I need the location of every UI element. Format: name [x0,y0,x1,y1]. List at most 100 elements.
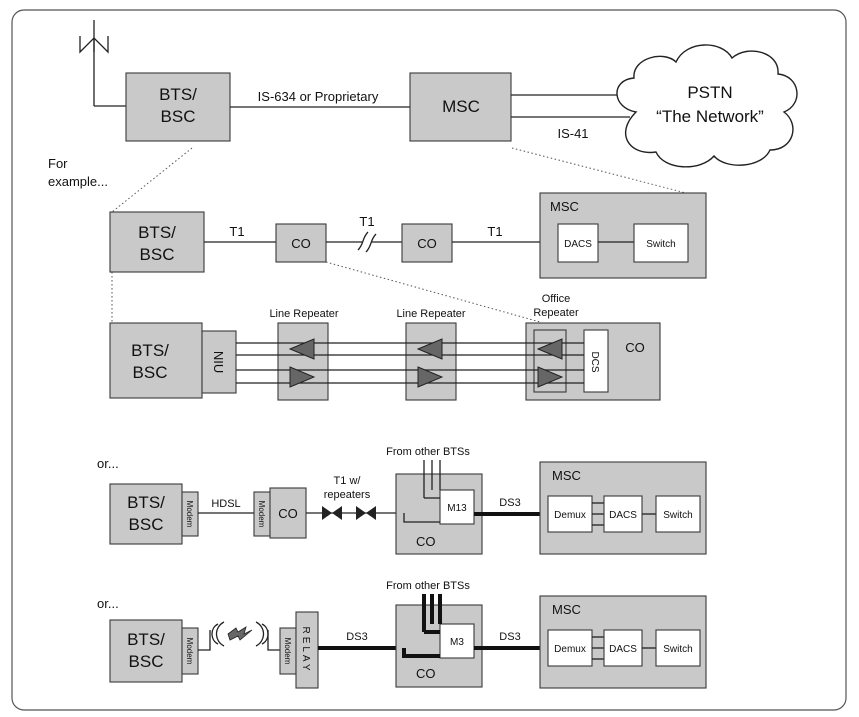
switch-label: Switch [663,644,692,655]
ds3-label: DS3 [499,631,520,643]
co-box [275,223,327,263]
is41-link [511,94,630,118]
modem-label: Modem [257,501,266,528]
dacs-label: DACS [609,510,637,521]
co-label: CO [416,534,436,549]
other-bts-lines [402,594,442,658]
line-repeater-label: Line Repeater [269,308,338,320]
repeater-right-arrow-icon [417,366,444,388]
m13-box [439,489,475,525]
m13-label: M13 [447,503,467,514]
msc-label: MSC [552,468,581,483]
niu-label: NIU [211,351,226,373]
m3-box [439,623,475,659]
co-box [401,223,453,263]
dcs-box [583,329,609,393]
t1-repeaters-label-line1: T1 w/ [334,475,362,487]
demux-label: Demux [554,644,586,655]
demux-dacs-links [592,636,604,660]
dacs-label: DACS [564,239,592,250]
m3-label: M3 [450,637,464,648]
t1-label: T1 [487,224,502,239]
for-example-line2: example... [48,174,108,189]
bts-label-line2: BSC [140,245,175,264]
msc-label: MSC [442,97,480,116]
ds3-label: DS3 [499,497,520,509]
bts-label-line1: BTS/ [131,341,169,360]
from-other-bts-label: From other BTSs [386,580,470,592]
co-label: CO [416,666,436,681]
bts-bsc-box [109,483,183,545]
office-repeater-label-line2: Repeater [533,307,579,319]
other-bts-lines [403,460,441,523]
dacs-box [557,223,599,263]
bts-label-line2: BSC [129,652,164,671]
co-label: CO [278,506,298,521]
switch-box [655,629,701,667]
switch-box [633,223,689,263]
t1-repeaters-label-line2: repeaters [324,489,371,501]
t1-repeaters-link [306,506,404,520]
bts-bsc-box [125,72,231,142]
is634-label: IS-634 or Proprietary [258,89,379,104]
co-box [269,487,307,539]
antenna-icon [79,20,126,107]
for-example-line1: For [48,156,68,171]
bts-label-line1: BTS/ [159,85,197,104]
pstn-label: PSTN [687,83,732,102]
co-label: CO [291,236,311,251]
bts-label-line2: BSC [133,363,168,382]
t1-label: T1 [359,214,374,229]
bts-label-line1: BTS/ [127,630,165,649]
microwave-link-icon [198,621,280,651]
relay-label: RELAY [300,626,311,673]
bts-bsc-box [109,211,205,273]
t1-break-link [326,231,402,253]
bts-label-line1: BTS/ [127,493,165,512]
co-label: CO [625,340,645,355]
dacs-label: DACS [609,644,637,655]
the-network-label: “The Network” [656,107,764,126]
zoom-line [325,261,541,323]
modem-label: Modem [185,501,194,528]
zoom-line [111,147,193,213]
msc-box [409,72,512,142]
bts-label-line2: BSC [129,515,164,534]
msc-label: MSC [552,602,581,617]
repeater-left-arrow-icon [416,338,443,360]
line-repeater-label: Line Repeater [396,308,465,320]
pstn-cloud [616,44,798,168]
switch-label: Switch [646,239,675,250]
demux-dacs-links [592,502,604,526]
modem-box [181,627,199,675]
ds3-label: DS3 [346,631,367,643]
demux-box [547,495,593,533]
modem-label: Modem [185,638,194,665]
repeater-left-arrow-icon [536,338,563,360]
co-label: CO [417,236,437,251]
is41-label: IS-41 [557,126,588,141]
demux-label: Demux [554,510,586,521]
modem-box [181,491,199,537]
msc-label: MSC [550,199,579,214]
hdsl-label: HDSL [211,498,240,510]
switch-label: Switch [663,510,692,521]
or-label: or... [97,596,119,611]
bts-bsc-box [109,322,203,399]
t1-label: T1 [229,224,244,239]
repeater-right-arrow-icon [289,366,316,388]
bts-label-line2: BSC [161,107,196,126]
or-label: or... [97,456,119,471]
bts-label-line1: BTS/ [138,223,176,242]
switch-box [655,495,701,533]
line-repeater-box [405,322,457,401]
repeater-right-arrow-icon [537,366,564,388]
line-repeater-box [277,322,329,401]
from-other-bts-label: From other BTSs [386,446,470,458]
demux-box [547,629,593,667]
modem-label: Modem [283,638,292,665]
dcs-label: DCS [589,351,600,372]
repeater-left-arrow-icon [288,338,315,360]
